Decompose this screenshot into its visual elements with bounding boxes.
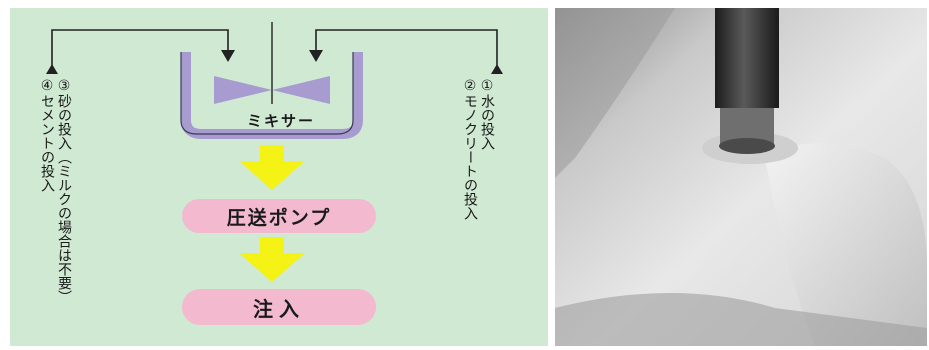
water-input-label: ①水の投入 (479, 78, 495, 150)
left-input-line (51, 29, 229, 68)
injection-box: 注入 (182, 289, 376, 325)
mixer-blade-right (272, 76, 330, 104)
mixer-blade-left (214, 76, 272, 104)
process-diagram: ミキサー ①水の投入 ②モノクリートの投入 ③砂の投入（ミルクの場合は不要） ④… (10, 8, 548, 346)
right-input-marker (491, 64, 503, 74)
pressure-pump-box: 圧送ポンプ (182, 199, 376, 233)
mixer-label: ミキサー (246, 112, 315, 130)
cement-input-label: ④セメントの投入 (39, 78, 55, 192)
diagram-lines (46, 22, 503, 282)
grout-injection-nozzle-photo (555, 8, 927, 346)
flow-arrow-1 (239, 145, 305, 190)
monocrete-input-label: ②モノクリートの投入 (462, 78, 478, 220)
left-input-marker (46, 64, 58, 74)
right-input-arrowhead (309, 50, 323, 62)
sand-input-label: ③砂の投入（ミルクの場合は不要） (56, 78, 72, 304)
right-input-line (315, 29, 498, 68)
left-input-arrowhead (221, 50, 235, 62)
flow-arrow-2 (239, 237, 305, 282)
